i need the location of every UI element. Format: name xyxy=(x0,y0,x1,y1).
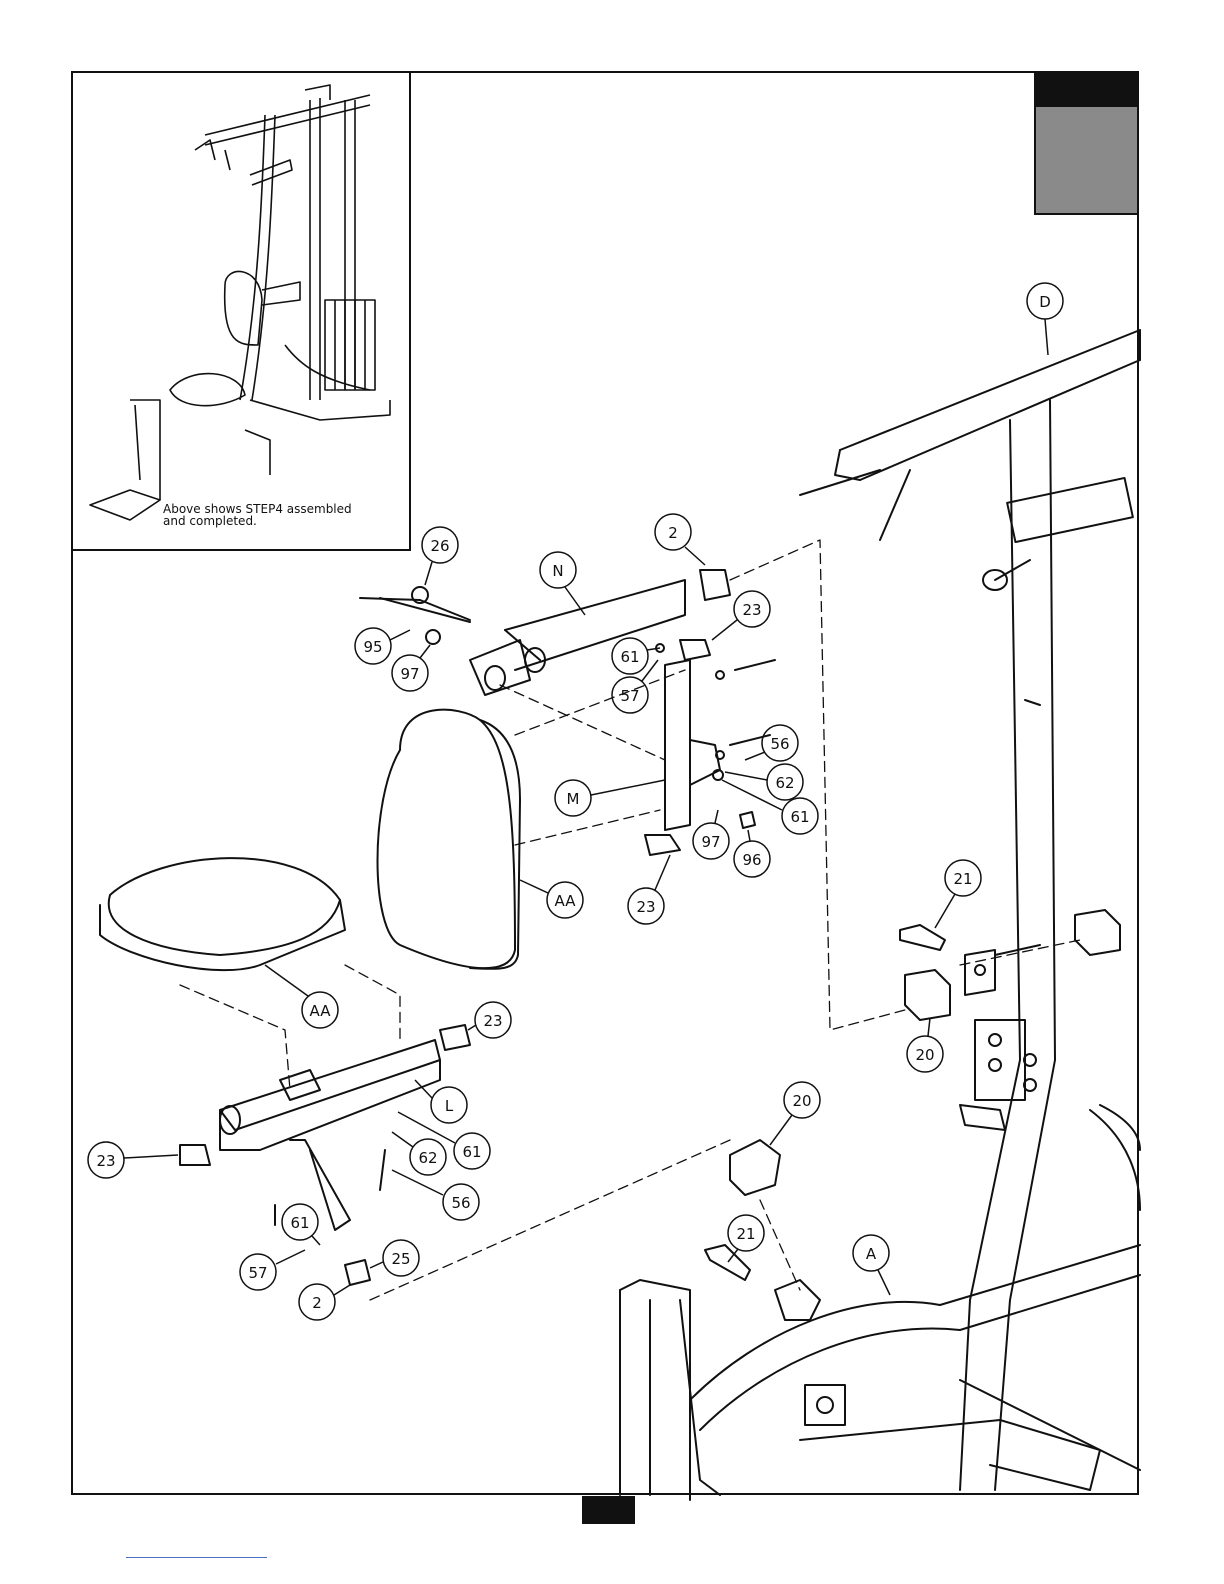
step-tab-header xyxy=(1034,71,1139,107)
step-tab xyxy=(1034,105,1139,215)
footer-link-line xyxy=(126,1557,267,1558)
inset-caption: Above shows STEP4 assembled and complete… xyxy=(163,503,352,527)
inset-caption-line-2: and completed. xyxy=(163,515,352,527)
page-number-block xyxy=(582,1496,635,1524)
